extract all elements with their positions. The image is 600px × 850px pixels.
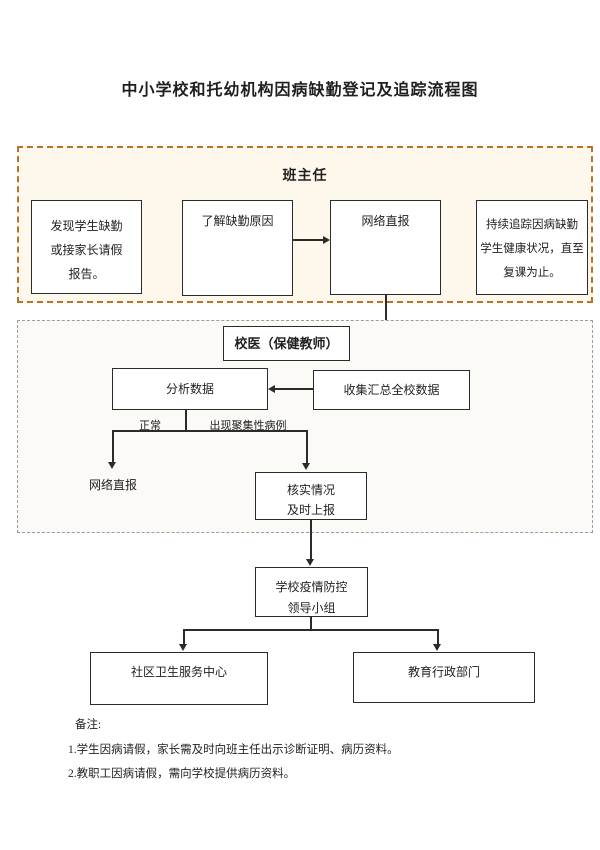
arrowhead-cluster-branch bbox=[302, 463, 310, 470]
box-discover-absence-line: 发现学生缺勤 bbox=[50, 219, 123, 233]
connector-cluster-branch-line bbox=[306, 430, 308, 464]
connector-group-stem-line bbox=[310, 617, 312, 630]
box-verify-report-line: 及时上报 bbox=[286, 503, 335, 517]
box-education-dept-label: 教育行政部门 bbox=[407, 665, 480, 679]
connector-normal-branch-line bbox=[112, 430, 114, 463]
box-understand-reason: 了解缺勤原因 bbox=[182, 200, 293, 296]
connector-branch-line bbox=[112, 430, 307, 432]
box-discover-absence-line: 报告。 bbox=[68, 267, 105, 281]
branch-label-normal: 正常 bbox=[139, 420, 161, 432]
box-discover-absence: 发现学生缺勤 或接家长请假 报告。 bbox=[31, 200, 142, 294]
box-discover-absence-line: 或接家长请假 bbox=[50, 243, 123, 257]
box-online-report-teacher: 网络直报 bbox=[330, 200, 441, 295]
connector-understand-to-report-line bbox=[293, 239, 324, 241]
notes-label: 备注: bbox=[75, 719, 102, 731]
text-online-report-doctor: 网络直报 bbox=[88, 478, 137, 492]
box-leading-group-line: 领导小组 bbox=[287, 601, 336, 615]
note-item-2: 2.教职工因病请假，需向学校提供病历资料。 bbox=[68, 768, 296, 780]
box-track-health-line: 复课为止。 bbox=[503, 267, 561, 279]
box-understand-reason-label: 了解缺勤原因 bbox=[201, 214, 274, 228]
box-community-center-label: 社区卫生服务中心 bbox=[130, 665, 227, 679]
connector-to-education-line bbox=[437, 629, 439, 644]
box-verify-report: 核实情况 及时上报 bbox=[255, 472, 367, 520]
box-track-health: 持续追踪因病缺勤 学生健康状况，直至 复课为止。 bbox=[476, 200, 588, 295]
arrowhead-verify-to-group bbox=[306, 559, 314, 566]
note-item-1: 1.学生因病请假，家长需及时向班主任出示诊断证明、病历资料。 bbox=[68, 744, 399, 756]
box-community-center: 社区卫生服务中心 bbox=[90, 652, 268, 705]
box-verify-report-line: 核实情况 bbox=[286, 483, 335, 497]
connector-to-community-line bbox=[183, 629, 185, 644]
box-leading-group-line: 学校疫情防控 bbox=[275, 580, 348, 594]
box-track-health-line: 持续追踪因病缺勤 bbox=[486, 219, 578, 231]
box-education-dept: 教育行政部门 bbox=[353, 652, 535, 703]
connector-collect-to-analyze-line bbox=[275, 388, 313, 390]
arrowhead-to-community bbox=[179, 644, 187, 651]
box-online-report-teacher-label: 网络直报 bbox=[361, 214, 410, 228]
connector-report-to-doctor-region-line bbox=[385, 295, 387, 320]
arrowhead-normal-branch bbox=[108, 462, 116, 469]
box-analyze-data: 分析数据 bbox=[112, 368, 268, 410]
connector-analyze-stem-line bbox=[185, 410, 187, 431]
teacher-region-label: 班主任 bbox=[282, 169, 328, 184]
branch-label-cluster: 出现聚集性病例 bbox=[209, 420, 287, 432]
box-track-health-line: 学生健康状况，直至 bbox=[480, 243, 584, 255]
doctor-region-label-box: 校医（保健教师） bbox=[223, 326, 350, 361]
connector-group-branch-line bbox=[183, 629, 438, 631]
connector-verify-to-group-line bbox=[310, 520, 312, 560]
box-collect-data: 收集汇总全校数据 bbox=[313, 370, 470, 410]
arrowhead-to-education bbox=[433, 644, 441, 651]
arrowhead-collect-to-analyze bbox=[268, 385, 275, 393]
arrowhead-understand-to-report bbox=[323, 236, 330, 244]
box-leading-group: 学校疫情防控 领导小组 bbox=[255, 567, 368, 617]
page-title: 中小学校和托幼机构因病缺勤登记及追踪流程图 bbox=[121, 82, 479, 99]
